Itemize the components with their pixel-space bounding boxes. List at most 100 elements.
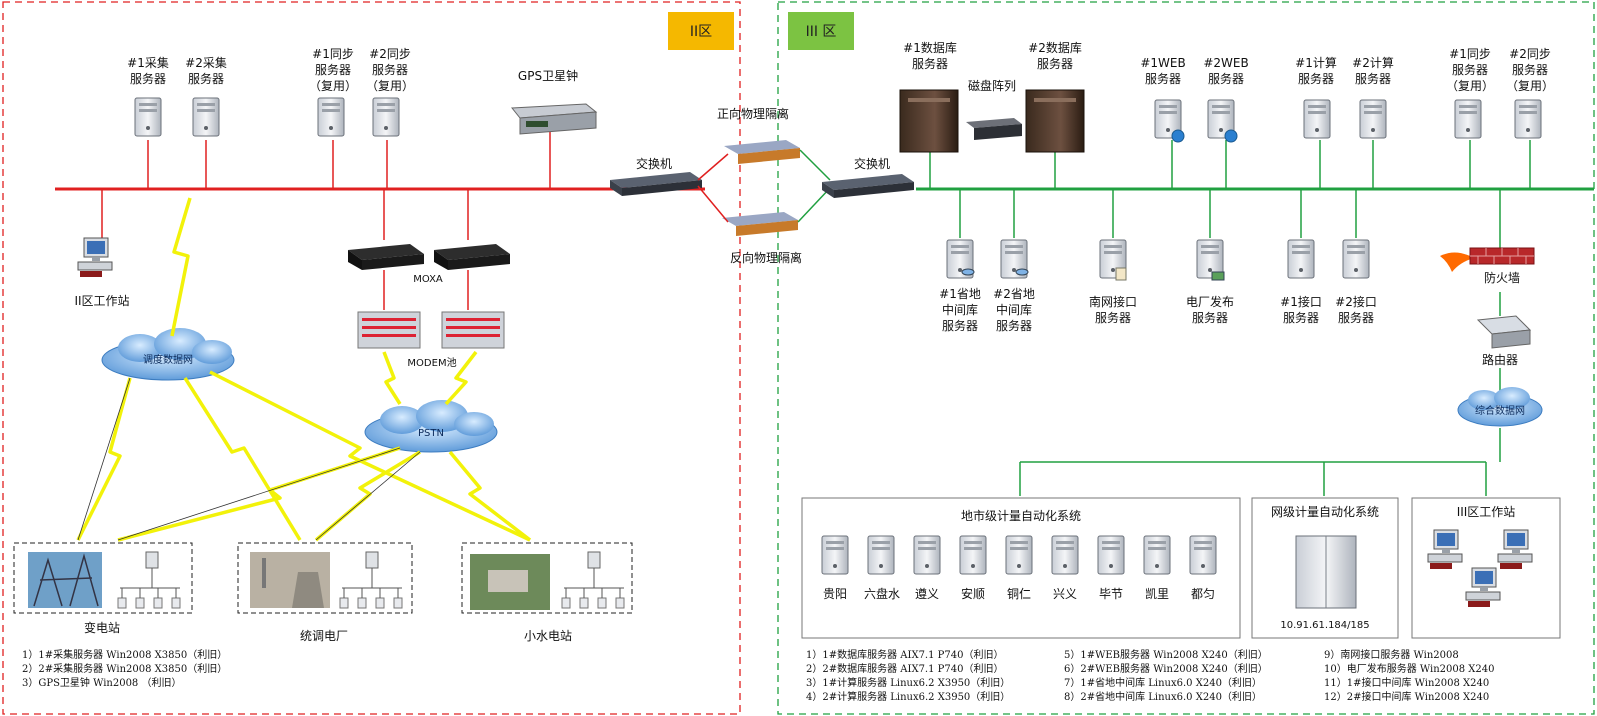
pstn-cloud: PSTN <box>364 400 498 453</box>
note-line: 1）1#数据库服务器 AIX7.1 P740（利旧） <box>806 648 1003 661</box>
server-label-line2: 服务器 <box>912 56 948 71</box>
city-server-liupanshui: 六盘水 <box>864 535 900 601</box>
server-icon <box>1303 99 1331 139</box>
city-label: 六盘水 <box>864 586 900 601</box>
server-compute-2: #2计算 服务器 <box>1352 55 1394 139</box>
server-collect-1: #1采集 服务器 <box>127 55 169 137</box>
disk-array-label: 磁盘阵列 <box>968 78 1016 93</box>
city-server-duyun: 都匀 <box>1189 535 1217 601</box>
server-label-line3: （复用） <box>1446 79 1494 93</box>
server-label-line2: 服务器 <box>1298 71 1334 86</box>
server-label-line2: 服务器 <box>1452 62 1488 77</box>
note-line: 7）1#省地中间库 Linux6.0 X240（利旧） <box>1064 676 1262 689</box>
city-server-tongren: 铜仁 <box>1005 535 1033 601</box>
city-label: 凯里 <box>1145 587 1169 601</box>
disk-array-icon <box>974 124 1022 140</box>
server-icon <box>1143 535 1171 575</box>
server-label-line1: #1省地 <box>939 287 981 301</box>
note-line: 9）南网接口服务器 Win2008 <box>1324 648 1459 661</box>
document-icon <box>1115 267 1127 281</box>
site-hydro-station: 小水电站 <box>461 542 633 643</box>
workstation-box-title: III区工作站 <box>1457 505 1516 519</box>
note-line: 10）电厂发布服务器 Win2008 X240 <box>1324 662 1494 675</box>
server-icon <box>1097 535 1125 575</box>
meter-icon <box>145 551 159 569</box>
modem-pool: MODEM池 <box>357 311 505 369</box>
note-line: 3）1#计算服务器 Linux6.2 X3950（利旧） <box>806 676 1010 689</box>
server-label-line2: 服务器 <box>1512 62 1548 77</box>
switch-icon <box>834 182 914 198</box>
note-line: 6）2#WEB服务器 Win2008 X240（利旧） <box>1064 662 1268 675</box>
zone3-workstation-box: III区工作站 <box>1411 497 1561 639</box>
site-substation: 变电站 <box>13 542 193 635</box>
server-label-line2: 服务器 <box>188 71 224 86</box>
server-middle-db-1: #1省地 中间库 服务器 <box>939 239 981 333</box>
zone3-notes: 1）1#数据库服务器 AIX7.1 P740（利旧） 2）2#数据库服务器 AI… <box>806 648 1494 703</box>
forward-isolation-label: 正向物理隔离 <box>717 106 789 121</box>
server-web-1: #1WEB 服务器 <box>1140 56 1186 143</box>
zone2-switch: 交换机 <box>610 156 702 196</box>
server-icon <box>192 97 220 137</box>
site-label: 统调电厂 <box>300 629 348 643</box>
server-web-2: #2WEB 服务器 <box>1203 56 1249 143</box>
server-icon <box>1005 535 1033 575</box>
server-label-line1: #1同步 <box>312 47 354 61</box>
server-interface-2: #2接口 服务器 <box>1335 239 1377 325</box>
modem-rack-icon <box>441 311 505 349</box>
server-compute-1: #1计算 服务器 <box>1295 55 1337 139</box>
server-label-line2: 服务器 <box>1338 310 1374 325</box>
reverse-isolation-label: 反向物理隔离 <box>730 250 802 265</box>
server-icon <box>1342 239 1370 279</box>
server-label-line2: 服务器 <box>372 62 408 77</box>
server-label-line1: 南网接口 <box>1089 294 1137 309</box>
server-sync-3-1: #1同步 服务器 （复用） <box>1446 47 1494 139</box>
city-server-xingyi: 兴义 <box>1051 535 1079 601</box>
server-icon <box>1454 99 1482 139</box>
switch-label: 交换机 <box>636 156 672 171</box>
disk-array: 磁盘阵列 <box>966 78 1022 140</box>
note-line: 4）2#计算服务器 Linux6.2 X3950（利旧） <box>806 690 1010 703</box>
server-interface-1: #1接口 服务器 <box>1280 239 1322 325</box>
city-label: 遵义 <box>915 586 939 601</box>
city-server-kaili: 凯里 <box>1143 535 1171 601</box>
server-label-line3: 服务器 <box>942 318 978 333</box>
city-system-title: 地市级计量自动化系统 <box>961 508 1081 523</box>
city-label: 安顺 <box>961 586 985 601</box>
workstation-label: II区工作站 <box>74 294 129 308</box>
note-line: 8）2#省地中间库 Linux6.0 X240（利旧） <box>1064 690 1262 703</box>
server-label-line1: 电厂发布 <box>1186 294 1234 309</box>
note-line: 5）1#WEB服务器 Win2008 X240（利旧） <box>1064 648 1268 661</box>
isolation-device-icon <box>738 148 800 164</box>
reverse-isolation: 反向物理隔离 <box>722 212 802 265</box>
server-label-line3: （复用） <box>366 79 414 93</box>
firewall-label: 防火墙 <box>1484 270 1520 285</box>
switch-icon <box>622 180 702 196</box>
server-icon <box>959 535 987 575</box>
note-line: 12）2#接口中间库 Win2008 X240 <box>1324 690 1489 703</box>
note-line: 2）2#采集服务器 Win2008 X3850（利旧） <box>22 662 227 675</box>
zone2-badge: II区 <box>668 12 734 50</box>
server-plant-publish: 电厂发布 服务器 <box>1186 239 1234 325</box>
zone2-label: II区 <box>690 24 712 40</box>
server-label-line2: 中间库 <box>996 302 1032 317</box>
server-icon <box>821 535 849 575</box>
server-label-line2: 服务器 <box>315 62 351 77</box>
integrated-network-label: 综合数据网 <box>1475 404 1525 417</box>
moxa-icon <box>448 254 510 270</box>
router-icon <box>1491 329 1531 349</box>
server-label-line1: #1计算 <box>1295 55 1337 70</box>
zone3-switch: 交换机 <box>822 156 914 198</box>
server-label-line1: #2计算 <box>1352 55 1394 70</box>
server-label-line2: 服务器 <box>1208 71 1244 86</box>
server-label-line3: 服务器 <box>996 318 1032 333</box>
grid-system-address: 10.91.61.184/185 <box>1280 620 1369 631</box>
server-collect-2: #2采集 服务器 <box>185 55 227 137</box>
server-label-line2: 服务器 <box>1192 310 1228 325</box>
note-line: 2）2#数据库服务器 AIX7.1 P740（利旧） <box>806 662 1003 675</box>
site-label: 小水电站 <box>524 629 572 643</box>
server-icon <box>1287 239 1315 279</box>
fire-icon <box>1440 252 1474 272</box>
server-label-line1: #1数据库 <box>903 40 957 55</box>
city-server-anshun: 安顺 <box>959 535 987 601</box>
